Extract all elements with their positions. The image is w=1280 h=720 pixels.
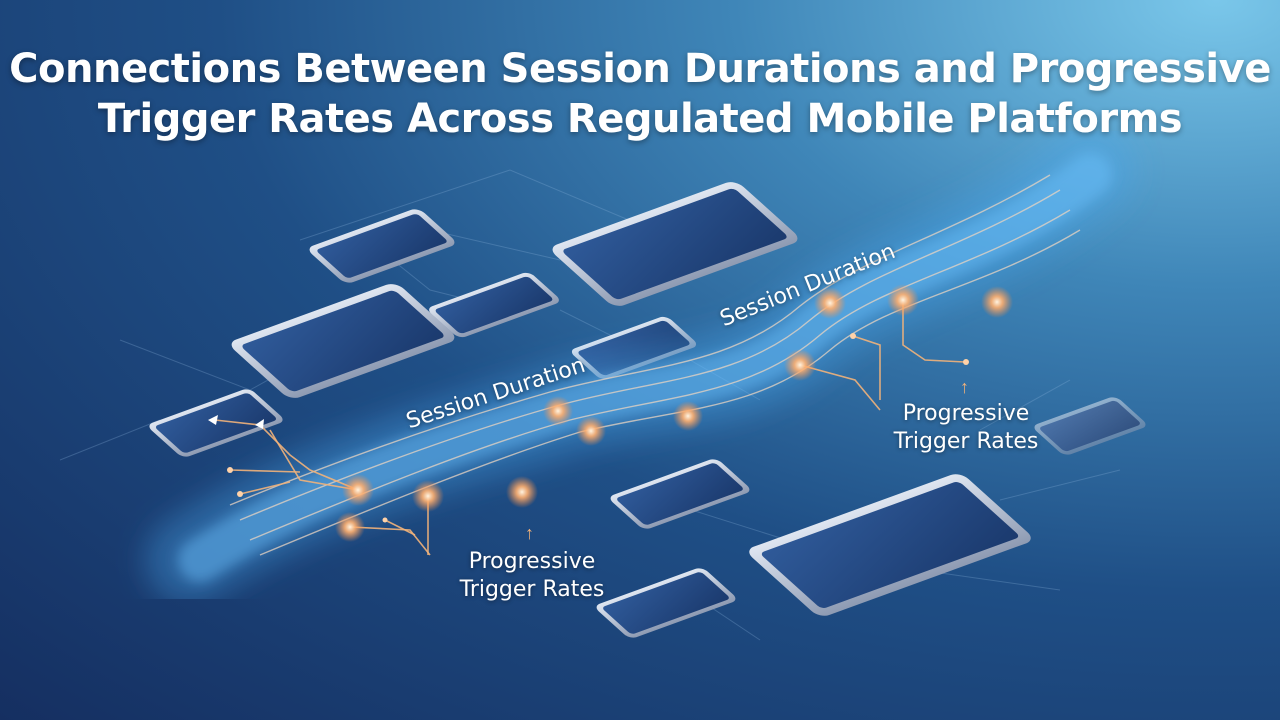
connector-endpoints — [227, 333, 969, 523]
trigger-nodes — [335, 284, 1013, 542]
trigger-node — [673, 401, 703, 431]
trigger-node — [814, 287, 846, 319]
trigger-node — [981, 286, 1013, 318]
trigger-node — [543, 396, 573, 426]
trigger-node — [412, 480, 444, 512]
trigger-node — [887, 284, 919, 316]
up-arrow-icon: ↑ — [525, 523, 534, 543]
progressive-trigger-label-upper: Progressive Trigger Rates — [874, 400, 1058, 456]
session-flow-stream — [145, 125, 1135, 605]
device-tablet-lower-right — [749, 474, 1031, 616]
progressive-label-line-1: Progressive — [468, 549, 596, 574]
device-phone-middle-left — [429, 272, 559, 338]
title-line-1: Connections Between Session Durations an… — [9, 46, 1271, 92]
trigger-node — [342, 474, 374, 506]
device-tablet-left — [231, 284, 455, 398]
page-title: Connections Between Session Durations an… — [0, 44, 1280, 144]
trigger-node — [335, 512, 365, 542]
title-line-2: Trigger Rates Across Regulated Mobile Pl… — [97, 96, 1183, 142]
progressive-label-line-2: Trigger Rates — [459, 577, 605, 602]
trigger-node — [784, 349, 816, 381]
device-phone-top-left — [309, 209, 455, 283]
white-arrow-tips — [208, 415, 264, 429]
trigger-node — [576, 416, 606, 446]
device-tablet-top-center — [552, 182, 798, 306]
progressive-label-line-1: Progressive — [902, 401, 1030, 426]
trigger-node — [506, 476, 538, 508]
device-phone-bottom — [596, 568, 736, 638]
trigger-connectors — [214, 300, 966, 556]
device-phone-lower-center — [610, 459, 750, 529]
device-phone-right — [1034, 397, 1146, 455]
up-arrow-icon: ↑ — [960, 377, 969, 397]
progressive-trigger-label-lower: Progressive Trigger Rates — [440, 548, 624, 604]
progressive-label-line-2: Trigger Rates — [893, 429, 1039, 454]
